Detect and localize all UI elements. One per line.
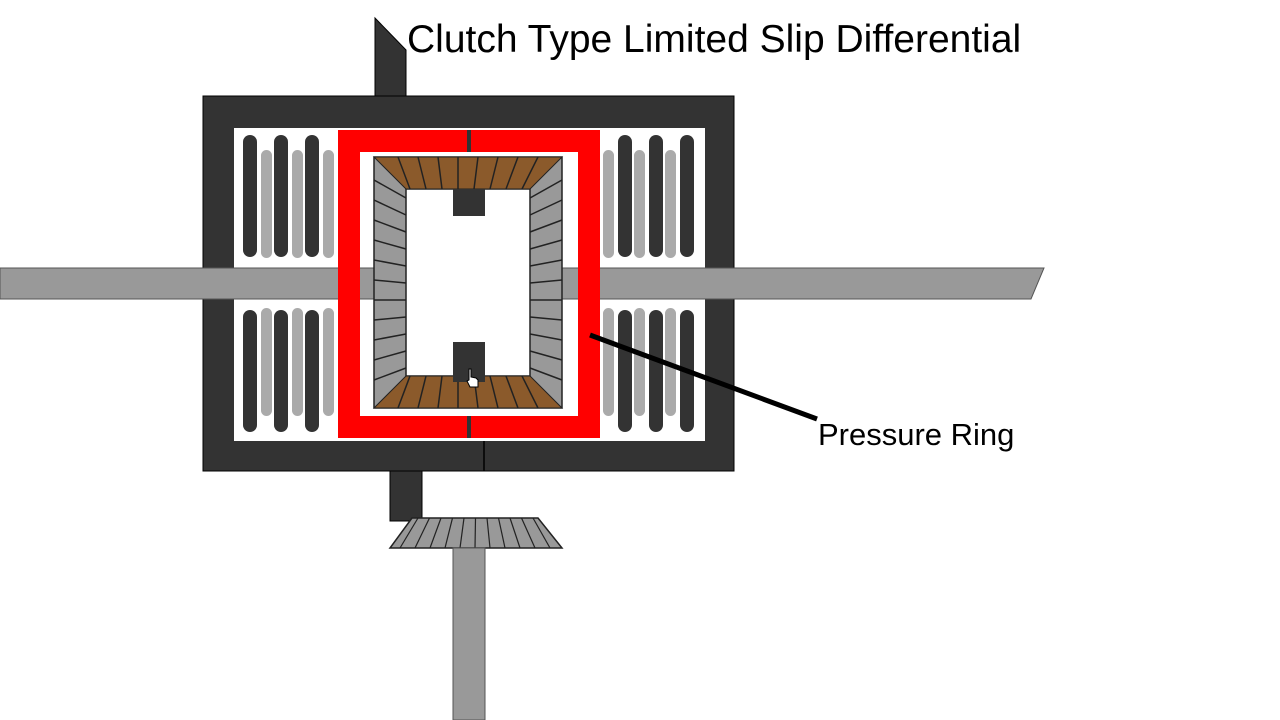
gear-tooth: [397, 375, 411, 409]
gear-tooth: [521, 375, 539, 409]
ring-gear-tooth: [520, 517, 536, 549]
gear-tooth: [489, 156, 499, 190]
gear-tooth: [373, 350, 407, 361]
clutch-plate-grey: [292, 308, 303, 416]
clutch-plate-dark: [618, 135, 632, 257]
ring-gear-tooth: [497, 517, 506, 549]
gear-tooth: [529, 316, 563, 321]
clutch-plate-grey: [323, 150, 334, 258]
upper-pinion-shaft: [453, 189, 485, 216]
gear-tooth: [373, 367, 407, 381]
gear-tooth: [373, 316, 407, 321]
gear-tooth: [373, 179, 407, 199]
clutch-plate-grey: [665, 150, 676, 258]
gear-tooth: [505, 156, 519, 190]
gear-tooth: [397, 156, 411, 190]
gear-tooth: [373, 333, 407, 341]
clutch-plate-dark: [274, 310, 288, 432]
clutch-plate-grey: [603, 150, 614, 258]
right-clutch-pack: [603, 135, 694, 432]
clutch-plate-dark: [649, 135, 663, 257]
right-axle: [560, 267, 1045, 300]
gear-tooth: [529, 199, 563, 216]
clutch-plate-dark: [305, 310, 319, 432]
clutch-plate-grey: [292, 150, 303, 258]
top-shaft: [374, 16, 407, 97]
hand-pointer-icon: [466, 368, 479, 388]
gear-tooth: [505, 375, 519, 409]
ring-gear-assembly: [388, 470, 564, 720]
gear-tooth: [373, 279, 407, 284]
pressure-ring: [338, 130, 600, 438]
ring-gear-tooth: [429, 517, 442, 549]
clutch-plate-dark: [618, 310, 632, 432]
clutch-plate-grey: [261, 308, 272, 416]
ring-gear-tooth: [414, 517, 431, 549]
ring-gear-tooth: [486, 517, 491, 549]
ring-gear-tooth: [532, 517, 551, 549]
clutch-plate-grey: [634, 308, 645, 416]
drive-shaft: [452, 547, 486, 720]
ring-gear-tooth: [509, 517, 521, 549]
clutch-plate-grey: [665, 308, 676, 416]
gear-tooth: [417, 156, 427, 190]
left-axle: [0, 267, 376, 300]
gear-tooth: [529, 367, 563, 381]
ring-gear-tooth: [444, 517, 454, 549]
clutch-plate-dark: [274, 135, 288, 257]
ring-gear-tooth: [459, 517, 465, 549]
axle-shafts: [0, 267, 1045, 300]
ring-gear-tooth: [474, 517, 477, 549]
pressure-ring-leader: [589, 332, 818, 422]
gear-tooth: [373, 239, 407, 250]
ring-gear-tooth: [399, 517, 419, 549]
gear-tooth: [529, 179, 563, 199]
gear-tooth: [417, 375, 427, 409]
clutch-plate-dark: [243, 310, 257, 432]
gear-tooth: [529, 350, 563, 361]
gear-tooth: [529, 219, 563, 233]
clutch-plate-grey: [261, 150, 272, 258]
gear-tooth: [521, 156, 539, 190]
spider-gear-cage: [372, 156, 564, 409]
gear-tooth: [373, 219, 407, 233]
gear-tooth: [437, 156, 443, 190]
gear-tooth: [529, 259, 563, 267]
gear-tooth: [473, 156, 479, 190]
clutch-plate-dark: [680, 135, 694, 257]
clutch-plate-grey: [323, 308, 334, 416]
gear-tooth: [489, 375, 499, 409]
clutch-plate-dark: [243, 135, 257, 257]
gear-tooth: [437, 375, 443, 409]
left-clutch-pack: [243, 135, 334, 432]
gear-tooth: [529, 333, 563, 341]
gear-tooth: [373, 199, 407, 216]
gear-tooth: [373, 259, 407, 267]
clutch-plate-grey: [603, 308, 614, 416]
gear-tooth: [529, 279, 563, 284]
gear-tooth: [529, 239, 563, 250]
top-side-gear: [372, 156, 564, 190]
pressure-ring-label: Pressure Ring: [818, 417, 1015, 452]
clutch-plate-grey: [634, 150, 645, 258]
clutch-plate-dark: [649, 310, 663, 432]
clutch-plate-dark: [305, 135, 319, 257]
diagram-title: Clutch Type Limited Slip Differential: [407, 18, 1022, 61]
